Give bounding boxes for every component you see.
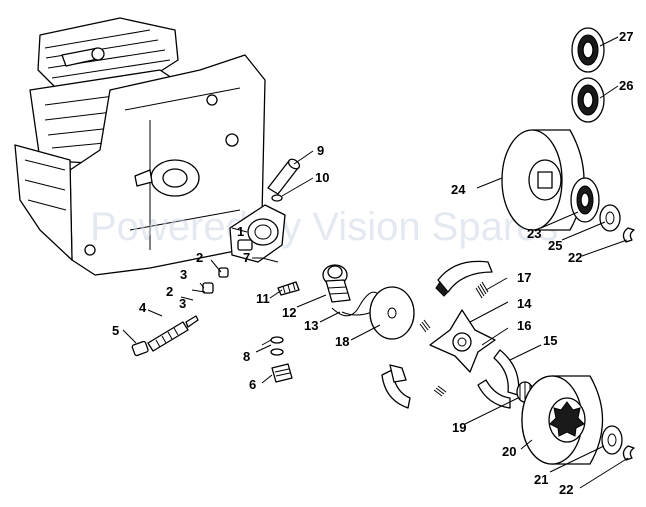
callout-23: 23 [527, 226, 541, 241]
part-spring-16 [419, 319, 447, 397]
part-spring-17 [475, 281, 489, 299]
part-eclip-22-lower [622, 445, 635, 461]
part-washer-25 [599, 204, 621, 232]
part-clutch-shoe-left [381, 364, 411, 409]
callout-3-lower: 3 [179, 296, 186, 311]
callout-6: 6 [249, 377, 256, 392]
callout-25: 25 [548, 238, 562, 253]
callout-16: 16 [517, 318, 531, 333]
callout-24: 24 [451, 182, 466, 197]
callout-22-lower: 22 [559, 482, 573, 497]
callout-4: 4 [139, 300, 147, 315]
callout-labels: 1 2 3 2 3 4 5 6 7 8 9 10 11 12 13 14 15 … [112, 29, 633, 497]
callout-14: 14 [517, 296, 532, 311]
part-plug-6 [271, 363, 293, 383]
part-spindle-4 [147, 315, 199, 352]
part-clutch-shoe-top [435, 260, 493, 297]
callout-13: 13 [304, 318, 318, 333]
part-rim-sprocket-23 [570, 177, 600, 223]
callout-17: 17 [517, 270, 531, 285]
part-clutch-shoe-15 [477, 349, 520, 409]
callout-1: 1 [237, 224, 244, 239]
callout-27: 27 [619, 29, 633, 44]
part-washer-21 [601, 425, 623, 455]
leader-lines [122, 36, 629, 489]
part-washer-2 [218, 267, 229, 278]
callout-7: 7 [243, 250, 250, 265]
callout-5: 5 [112, 323, 119, 338]
callout-3-upper: 3 [180, 267, 187, 282]
part-worm-12 [322, 264, 351, 303]
part-oring-8 [270, 336, 284, 356]
part-disc-18 [369, 286, 415, 340]
callout-10: 10 [315, 170, 329, 185]
callout-9: 9 [317, 143, 324, 158]
callout-26: 26 [619, 78, 633, 93]
callout-19: 19 [452, 420, 466, 435]
callout-20: 20 [502, 444, 516, 459]
callout-22-upper: 22 [568, 250, 582, 265]
callout-2-upper: 2 [196, 250, 203, 265]
part-rim-sprocket-27 [571, 27, 605, 73]
callout-15: 15 [543, 333, 557, 348]
part-clutch-carrier-14 [429, 309, 496, 373]
callout-2-lower: 2 [166, 284, 173, 299]
part-eclip-22-upper [622, 227, 635, 243]
part-pin-7 [261, 257, 279, 263]
part-clutch-drum-20 [521, 375, 604, 465]
part-rim-sprocket-26 [571, 77, 605, 123]
part-oil-pump-1 [229, 204, 286, 263]
callout-11: 11 [256, 291, 270, 306]
callout-12: 12 [282, 305, 296, 320]
part-screw-5 [131, 340, 149, 357]
part-oring-10 [271, 194, 283, 202]
watermark-text: Powered by Vision Spares [90, 205, 558, 249]
callout-18: 18 [335, 334, 349, 349]
callout-8: 8 [243, 349, 250, 364]
part-screw-11 [277, 281, 300, 296]
callout-21: 21 [534, 472, 548, 487]
engine-crankcase [14, 17, 266, 276]
part-spring-3 [202, 282, 214, 294]
